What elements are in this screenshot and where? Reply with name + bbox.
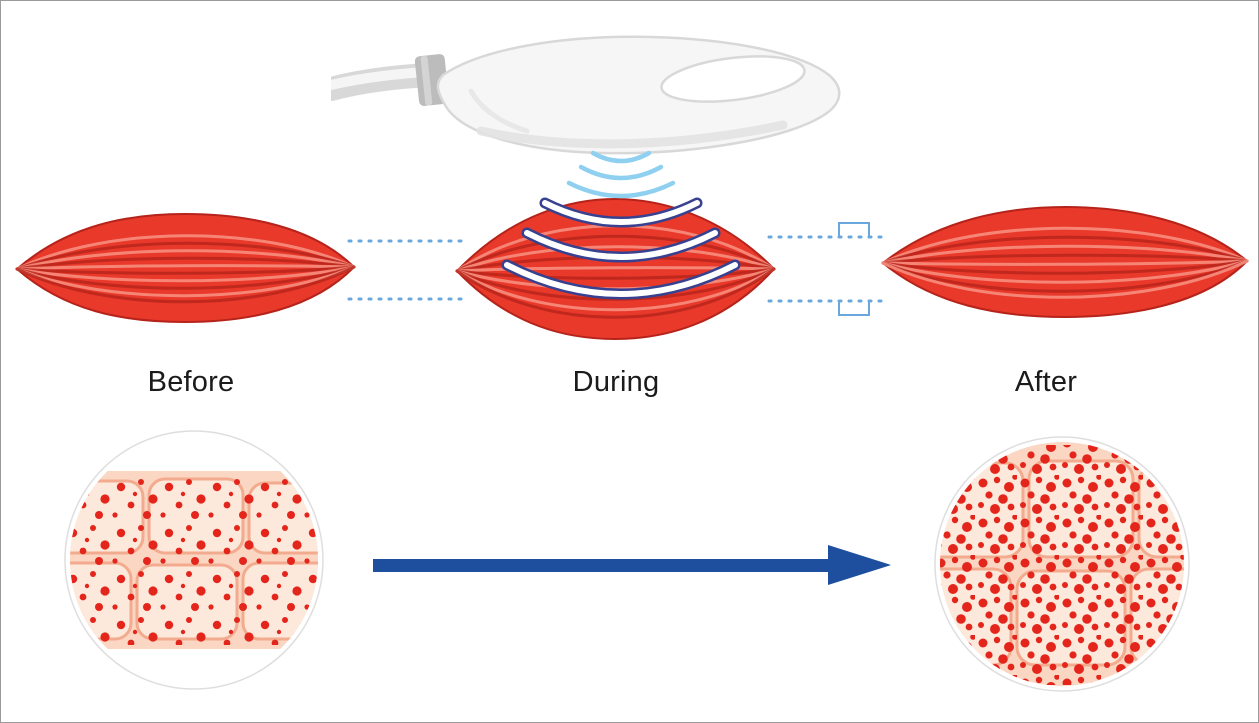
muscle-gap-connectors [347,222,885,316]
progression-arrow [373,545,891,585]
treatment-device-illustration [331,35,841,155]
large-wave-arcs [501,197,741,300]
myofiber-dots [940,445,1184,685]
stage-label-before: Before [147,366,235,398]
break-bracket-top [838,222,870,237]
stage-label-after: After [1014,366,1078,398]
device-handle-hole [660,55,806,103]
device-body [436,35,841,155]
cross-section-after-illustration [934,436,1190,692]
muscle-fibers [881,226,1249,299]
muscle-before-illustration [15,212,356,324]
break-bracket-bottom [838,301,870,316]
myofiber-dots [70,475,318,645]
muscle-fibers [15,234,356,304]
energy-waves-illustration [501,150,741,300]
muscle-after-illustration [881,205,1249,319]
stage-label-during: During [572,366,660,398]
small-wave-arcs [566,150,676,199]
cross-section-before-illustration [64,430,324,690]
